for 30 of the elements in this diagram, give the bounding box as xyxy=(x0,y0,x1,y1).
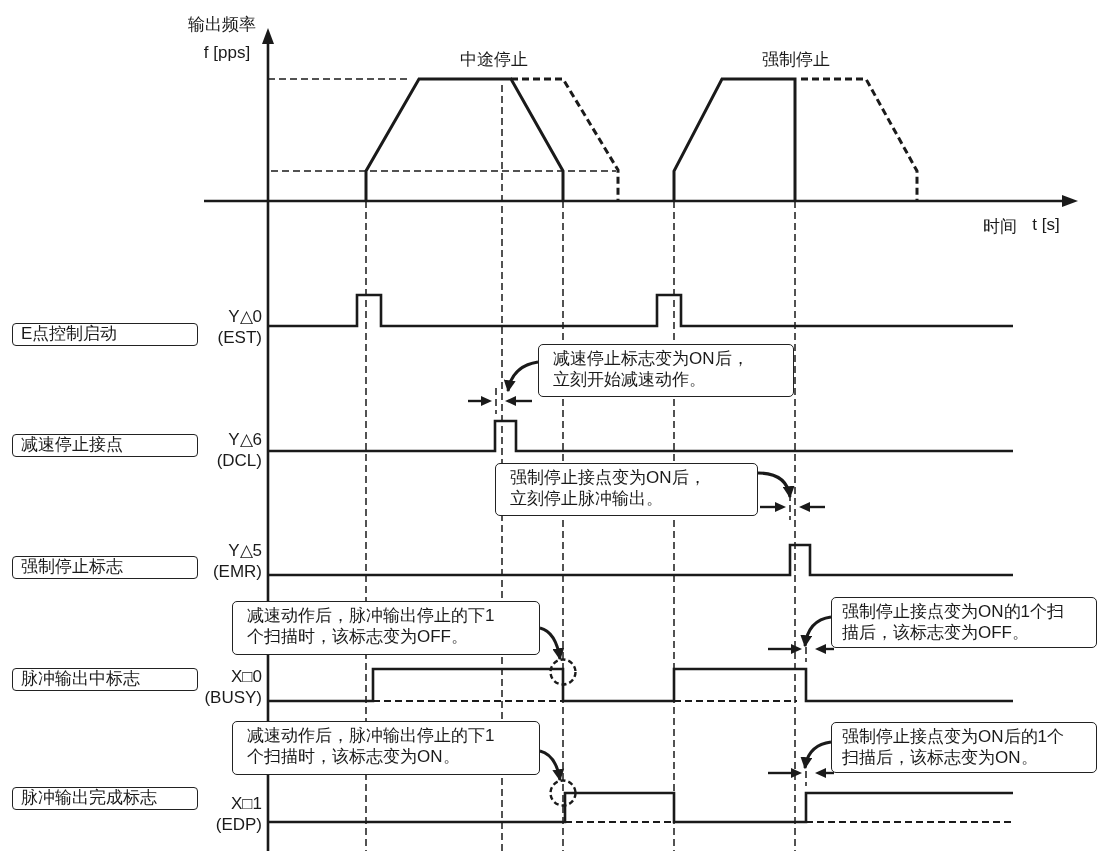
leader-arrow xyxy=(539,749,564,782)
leader-arrow xyxy=(757,471,794,499)
section-title: 中途停止 xyxy=(460,48,528,71)
callout-box: 强制停止接点变为ON后，立刻停止脉冲输出。 xyxy=(495,463,758,516)
axis-label: t [s] xyxy=(1032,215,1060,235)
leader-arrow xyxy=(504,360,539,393)
leader-arrow xyxy=(800,615,832,648)
signal-address: Y△6 (DCL) xyxy=(215,429,262,471)
dashed-circle xyxy=(549,779,577,807)
callout-box: 减速停止标志变为ON后，立刻开始减速动作。 xyxy=(538,344,794,397)
signal-name-box: 脉冲输出完成标志 xyxy=(12,787,198,810)
dashed-circle xyxy=(549,658,577,686)
signal-address: X□0 (BUSY) xyxy=(203,666,262,708)
signal-address: Y△0 (EST) xyxy=(216,306,262,348)
axis-label: f [pps] xyxy=(203,43,251,63)
signal-name-box: 脉冲输出中标志 xyxy=(12,668,198,691)
callout-box: 减速动作后，脉冲输出停止的下1个扫描时，该标志变为OFF。 xyxy=(232,601,540,655)
signal-address: X□1 (EDP) xyxy=(214,793,262,835)
callout-box: 强制停止接点变为ON的1个扫描后，该标志变为OFF。 xyxy=(831,597,1097,648)
callout-box: 强制停止接点变为ON后的1个扫描后，该标志变为ON。 xyxy=(831,722,1097,773)
signal-name-box: 强制停止标志 xyxy=(12,556,198,579)
signal-name-box: E点控制启动 xyxy=(12,323,198,346)
callout-box: 减速动作后，脉冲输出停止的下1个扫描时，该标志变为ON。 xyxy=(232,721,540,775)
axis-label: 输出频率 xyxy=(188,13,256,36)
signal-name-box: 减速停止接点 xyxy=(12,434,198,457)
axis-label: 时间 xyxy=(983,215,1017,238)
leader-arrow xyxy=(800,740,832,770)
leader-arrow xyxy=(539,626,565,661)
signal-address: Y△5 (EMR) xyxy=(211,540,262,582)
section-title: 强制停止 xyxy=(762,48,830,71)
